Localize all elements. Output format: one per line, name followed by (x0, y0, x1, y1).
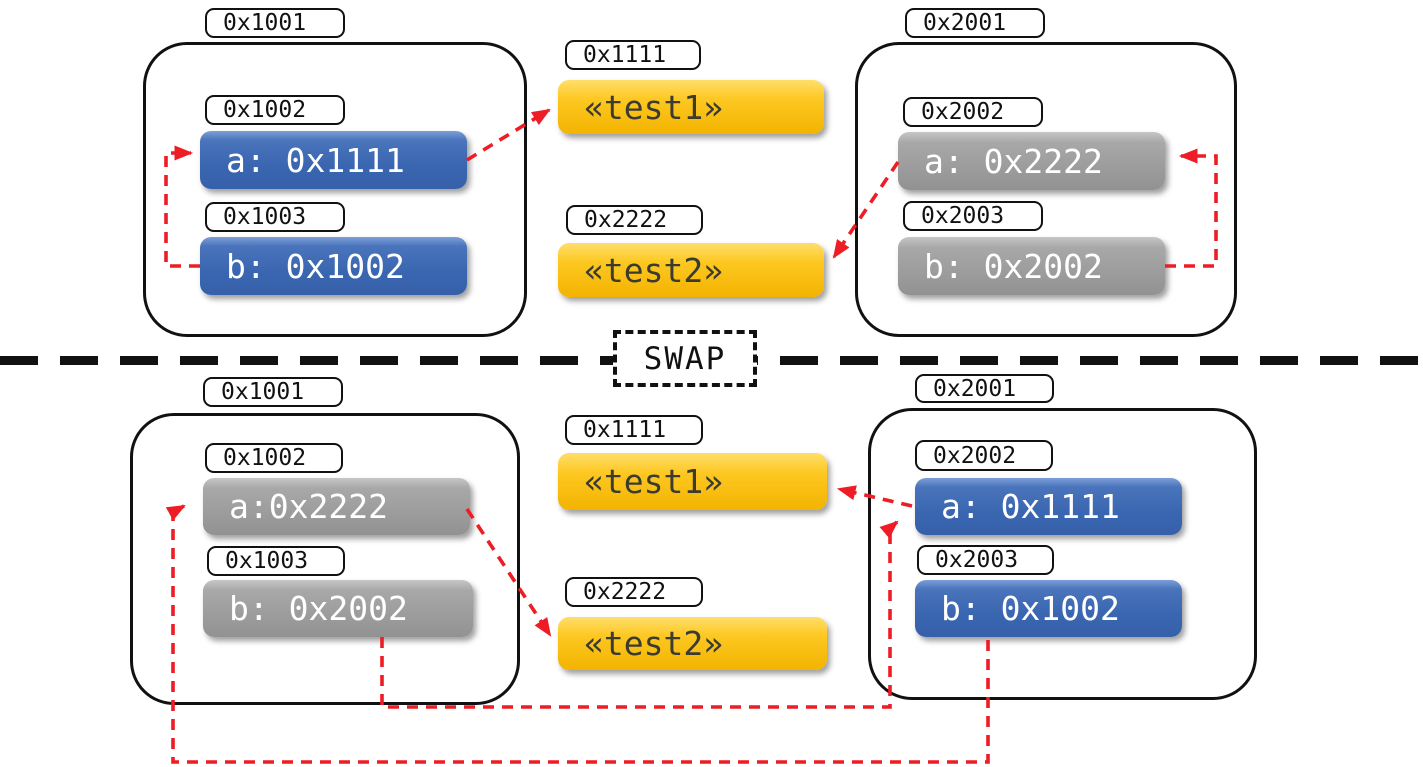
slot-address-tab: 0x2002 (915, 440, 1053, 471)
frame-address-tab: 0x2001 (905, 8, 1045, 38)
slot-address-tab: 0x1002 (205, 95, 345, 125)
variable-box-b: b: 0x1002 (915, 580, 1182, 637)
slot-address-tab: 0x1003 (207, 546, 345, 576)
string-object-test2: «test2» (558, 243, 824, 297)
variable-box-b: b: 0x2002 (898, 237, 1165, 295)
swap-label-box: SWAP (613, 330, 757, 387)
string-object-test1: «test1» (558, 80, 824, 134)
variable-box-a: a: 0x1111 (200, 131, 467, 189)
variable-box-a: a: 0x2222 (898, 132, 1165, 190)
slot-address-tab: 0x2002 (903, 97, 1043, 127)
variable-box-a: a:0x2222 (203, 478, 470, 535)
variable-box-b: b: 0x1002 (200, 237, 467, 295)
string-address-tab: 0x2222 (566, 205, 703, 235)
frame-address-tab: 0x1001 (203, 377, 343, 407)
string-object-test1: «test1» (558, 453, 827, 510)
slot-address-tab: 0x2003 (903, 201, 1043, 231)
slot-address-tab: 0x2003 (917, 545, 1054, 575)
string-address-tab: 0x2222 (565, 577, 703, 607)
string-address-tab: 0x1111 (565, 40, 701, 70)
frame-address-tab: 0x2001 (915, 374, 1054, 403)
stack-frame-left-before (143, 42, 527, 337)
string-object-test2: «test2» (558, 617, 827, 670)
variable-box-b: b: 0x2002 (203, 580, 473, 637)
frame-address-tab: 0x1001 (205, 8, 345, 38)
slot-address-tab: 0x1003 (205, 202, 345, 232)
string-address-tab: 0x1111 (565, 415, 703, 445)
slot-address-tab: 0x1002 (205, 443, 343, 473)
variable-box-a: a: 0x1111 (915, 478, 1182, 535)
